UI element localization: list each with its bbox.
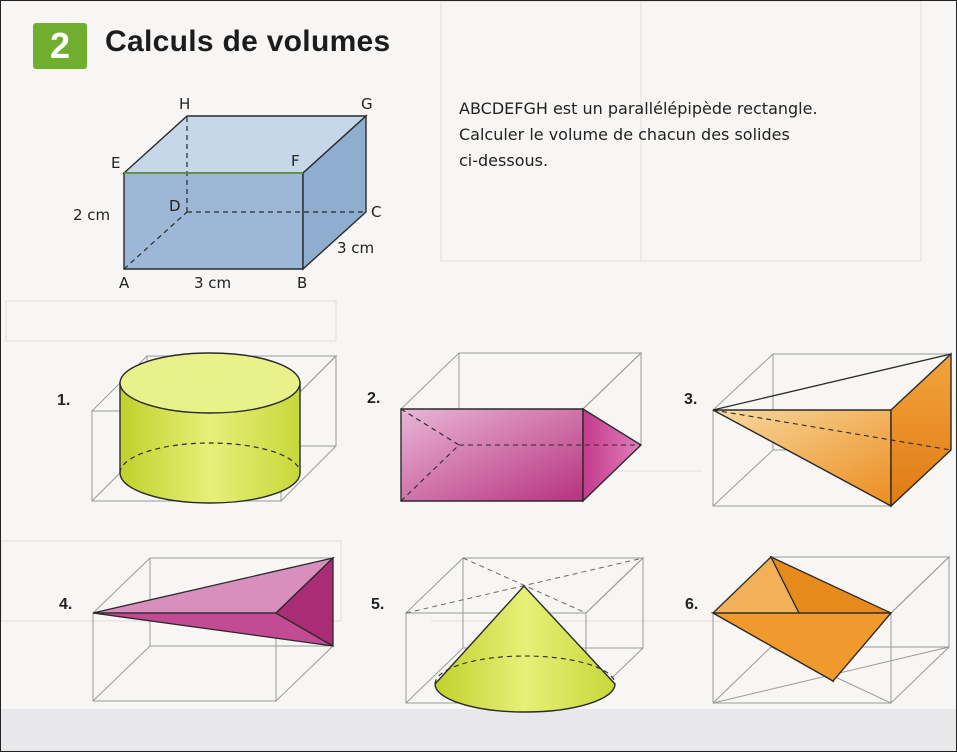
box-front-face bbox=[123, 172, 304, 270]
solid-4-pyramid: 4. bbox=[59, 556, 336, 703]
vertex-label-b: B bbox=[297, 274, 307, 292]
solid-label: 2. bbox=[367, 390, 380, 407]
dimension-width: 3 cm bbox=[194, 274, 231, 292]
solid-label: 6. bbox=[685, 596, 698, 613]
box-side-face bbox=[302, 114, 367, 271]
exercise-number-badge: 2 bbox=[33, 23, 87, 69]
instruction-line: ABCDEFGH est un parallélépipède rectangl… bbox=[459, 99, 818, 118]
instruction-line: Calculer le volume de chacun des solides bbox=[459, 125, 790, 144]
solid-1-cylinder: 1. bbox=[57, 352, 338, 504]
vertex-label-c: C bbox=[371, 203, 381, 221]
dimension-depth: 3 cm bbox=[337, 239, 374, 257]
solid-2-prism: 2. bbox=[367, 351, 643, 503]
vertex-label-d: D bbox=[169, 197, 181, 215]
solid-label: 5. bbox=[371, 596, 384, 613]
vertex-label-f: F bbox=[291, 152, 300, 170]
solid-label: 4. bbox=[59, 596, 72, 613]
solid-5-cone: 5. bbox=[371, 556, 645, 713]
exercise-title: Calculs de volumes bbox=[105, 25, 391, 58]
instruction-line: ci-dessous. bbox=[459, 151, 549, 170]
vertex-label-e: E bbox=[111, 154, 120, 172]
solid-6-pyramid: 6. bbox=[685, 555, 951, 705]
instruction-text: ABCDEFGH est un parallélépipède rectangl… bbox=[459, 96, 929, 174]
box-abcdefgh: H G E F D C A B 2 cm 3 cm 3 cm bbox=[73, 95, 381, 292]
dimension-height: 2 cm bbox=[73, 206, 110, 224]
vertex-label-g: G bbox=[361, 95, 373, 113]
vertex-label-a: A bbox=[119, 274, 130, 292]
vertex-label-h: H bbox=[179, 95, 190, 113]
bottom-band bbox=[1, 709, 956, 751]
solid-3-pyramid: 3. bbox=[684, 352, 953, 508]
solid-label: 3. bbox=[684, 391, 697, 408]
solid-label: 1. bbox=[57, 392, 70, 409]
